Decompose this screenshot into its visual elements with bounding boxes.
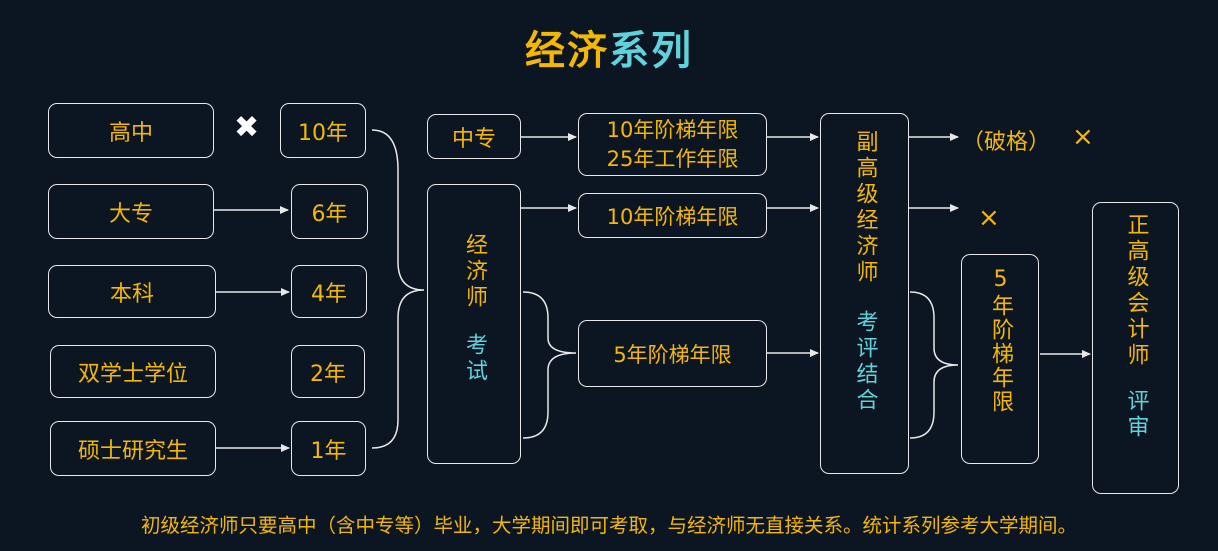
bracket-exam bbox=[522, 291, 577, 439]
edu-label: 双学士学位 bbox=[77, 361, 188, 387]
exam-top-text: 经济师 bbox=[462, 233, 487, 311]
years-6: 6年 bbox=[291, 184, 368, 239]
footer-note: 初级经济师只要高中（含中专等）毕业，大学期间即可考取，与经济师无直接关系。统计系… bbox=[140, 514, 1077, 537]
edu-dazhuan: 大专 bbox=[48, 184, 214, 239]
years-1: 1年 bbox=[291, 421, 366, 476]
senior-top-text: 正高级会计师 bbox=[1123, 213, 1149, 369]
ladder-c-box: 5年阶梯年限 bbox=[578, 320, 767, 387]
title-part-2: 系列 bbox=[609, 28, 693, 74]
years-label: 1年 bbox=[310, 438, 347, 464]
deputy-box: 副高级经济师 考评结合 bbox=[820, 113, 909, 474]
years-label: 2年 bbox=[310, 361, 346, 387]
edu-benke: 本科 bbox=[48, 265, 216, 318]
po-ge-label: （破格） bbox=[962, 130, 1051, 155]
deputy-top-text: 副高级经济师 bbox=[852, 130, 878, 286]
ladder-b-label: 10年阶梯年限 bbox=[606, 204, 739, 229]
five-year-text: 5年阶梯年限 bbox=[988, 267, 1013, 414]
five-year-box: 5年阶梯年限 bbox=[961, 254, 1039, 464]
edu-label: 大专 bbox=[108, 201, 153, 227]
edu-gaozhong: 高中 bbox=[48, 103, 214, 158]
ladder-b-box: 10年阶梯年限 bbox=[578, 193, 767, 238]
exam-box: 经济师 考试 bbox=[427, 184, 521, 464]
page-title: 经济系列 bbox=[0, 18, 1218, 76]
deputy-bottom-text: 考评结合 bbox=[852, 310, 878, 414]
edu-label: 高中 bbox=[108, 120, 153, 146]
edu-shuangxueshi: 双学士学位 bbox=[50, 345, 216, 398]
zhongzhuan-box: 中专 bbox=[427, 114, 521, 159]
edu-label: 硕士研究生 bbox=[77, 438, 188, 464]
bracket-deputy bbox=[909, 291, 959, 439]
years-2: 2年 bbox=[291, 345, 365, 398]
zhongzhuan-label: 中专 bbox=[451, 126, 496, 152]
ladder-a-box: 10年阶梯年限 25年工作年限 bbox=[578, 113, 767, 176]
years-4: 4年 bbox=[291, 265, 367, 318]
years-10: 10年 bbox=[280, 103, 366, 158]
years-label: 10年 bbox=[298, 120, 348, 146]
ladder-c-label: 5年阶梯年限 bbox=[613, 342, 732, 367]
title-part-1: 经济 bbox=[525, 28, 609, 74]
senior-box: 正高级会计师 评审 bbox=[1092, 202, 1179, 494]
close-icon: ✖ bbox=[234, 110, 260, 145]
years-label: 4年 bbox=[311, 281, 347, 307]
not-allowed-mark-2: × bbox=[978, 203, 1000, 233]
ladder-a-line1: 10年阶梯年限 bbox=[606, 117, 739, 142]
senior-bottom-text: 评审 bbox=[1123, 389, 1149, 441]
edu-shuoshi: 硕士研究生 bbox=[50, 421, 216, 476]
years-label: 6年 bbox=[311, 201, 348, 227]
ladder-a-line2: 25年工作年限 bbox=[606, 146, 739, 171]
exam-bottom-text: 考试 bbox=[462, 333, 487, 385]
bracket-years bbox=[371, 129, 425, 449]
not-allowed-mark-1: × bbox=[1072, 122, 1094, 152]
edu-label: 本科 bbox=[109, 281, 154, 307]
